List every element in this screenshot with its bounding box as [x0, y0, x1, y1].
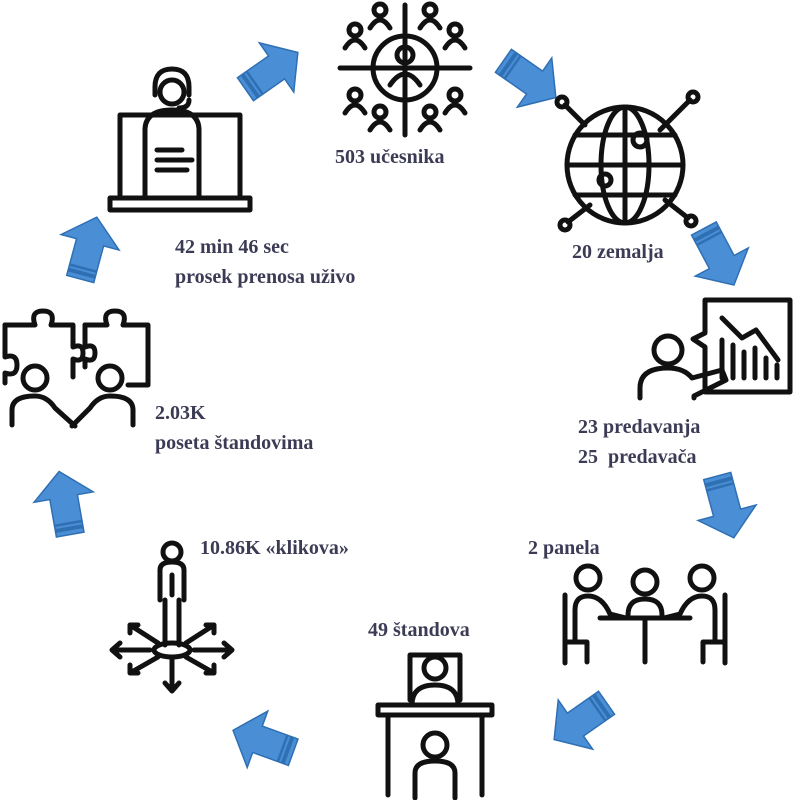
flow-arrow-icon [222, 701, 305, 782]
stat-text: 503 učesnika [335, 146, 445, 168]
globe-network-icon [554, 89, 701, 233]
livestream-label: 42 min 46 sec prosek prenosa uživo [175, 232, 355, 292]
stat-text: 20 zemalja [572, 241, 664, 263]
participants-label: 503 učesnika [335, 142, 444, 172]
stat-text: 10.86K «klikova» [200, 537, 349, 559]
puzzle-handshake-icon [2, 308, 151, 429]
stat-text: 23 predavanja [578, 416, 701, 438]
presenter-chart-icon [637, 297, 793, 401]
panels-label: 2 panela [528, 533, 600, 563]
stat-text: 42 min 46 sec [175, 236, 289, 258]
network-people-icon [337, 1, 473, 138]
stat-text: 2 panela [528, 537, 600, 559]
stat-text: prosek prenosa uživo [175, 266, 356, 288]
flow-arrow-icon [536, 677, 625, 765]
stat-text: 2.03K [155, 402, 206, 424]
meeting-table-icon [562, 563, 728, 666]
stat-text: 49 štandova [368, 619, 470, 641]
laptop-headset-icon [107, 66, 253, 213]
stat-text: 25 predavača [578, 446, 697, 468]
clicks-label: 10.86K «klikova» [200, 533, 349, 563]
booth-desk-icon [375, 652, 495, 800]
person-arrows-icon [109, 540, 235, 694]
booth-visits-label: 2.03K poseta štandovima [155, 398, 313, 458]
lectures-label: 23 predavanja 25 predavača [578, 412, 700, 472]
stat-text: poseta štandovima [155, 432, 314, 454]
countries-label: 20 zemalja [572, 237, 664, 267]
flow-arrow-icon [28, 465, 101, 541]
flow-arrow-icon [227, 27, 316, 115]
booths-label: 49 štandova [368, 615, 470, 645]
flow-arrow-icon [50, 208, 127, 288]
flow-arrow-icon [687, 467, 764, 547]
